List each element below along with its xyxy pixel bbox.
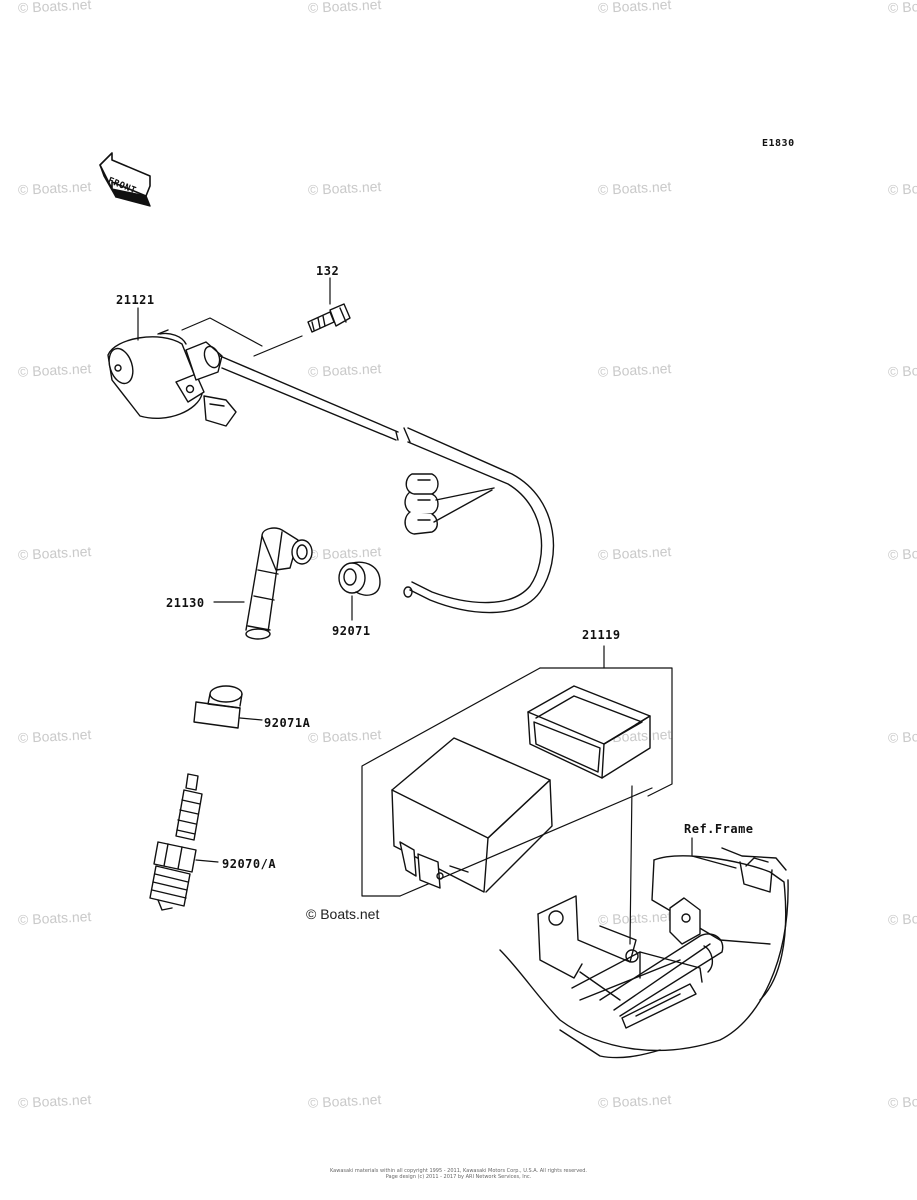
diagram-code: E1830 xyxy=(762,138,795,149)
ref-frame-label: Ref.Frame xyxy=(684,822,754,836)
spark-plug-cap xyxy=(245,527,313,640)
part-label-21121[interactable]: 21121 xyxy=(116,293,155,307)
part-label-92070A[interactable]: 92070/A xyxy=(222,857,277,871)
part-label-21119[interactable]: 21119 xyxy=(582,628,621,642)
cap-92071A xyxy=(193,685,243,729)
watermark-primary: © Boats.net xyxy=(306,906,380,922)
grommet-92071 xyxy=(338,561,381,596)
part-label-21130[interactable]: 21130 xyxy=(166,596,205,610)
high-tension-cable xyxy=(219,355,555,614)
ignition-coil xyxy=(107,329,237,427)
footer-copyright: Kawasaki materials within all copyright … xyxy=(0,1168,917,1180)
footer-line-1: Kawasaki materials within all copyright … xyxy=(329,1168,588,1174)
cable-clamp xyxy=(404,473,495,535)
part-label-92071A[interactable]: 92071A xyxy=(264,716,311,730)
part-label-132[interactable]: 132 xyxy=(316,264,340,278)
rubber-case xyxy=(527,685,651,779)
igniter-unit xyxy=(391,737,553,893)
frame-section xyxy=(499,847,789,1059)
part-label-92071[interactable]: 92071 xyxy=(332,624,371,638)
bolt-132 xyxy=(307,303,351,333)
footer-line-2: Page design (c) 2011 - 2017 by ARI Netwo… xyxy=(385,1174,532,1180)
spark-plug xyxy=(149,773,203,911)
front-arrow-icon xyxy=(99,152,151,207)
